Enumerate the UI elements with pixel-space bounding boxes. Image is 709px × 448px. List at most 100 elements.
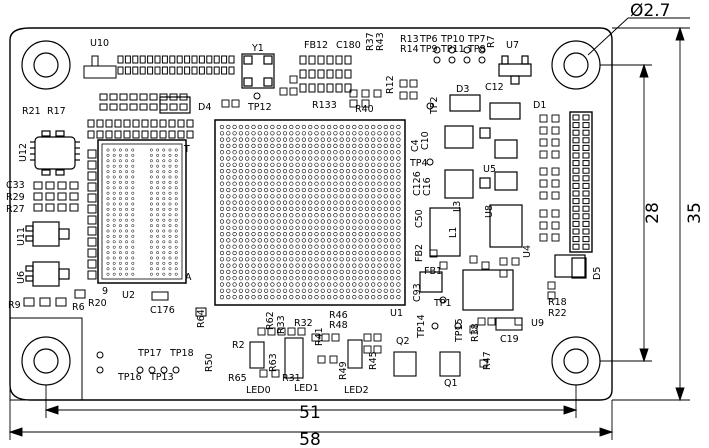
label-u5: U5 [483,164,496,175]
left-column-pads [23,149,207,317]
label-r22: R22 [548,308,567,319]
label-led0: LED0 [246,385,271,396]
mounting-hole-bottom-right [551,336,601,386]
label-tp1: TP1 [433,298,452,309]
label-y1: Y1 [251,43,264,54]
label-r48: R48 [329,320,348,331]
label-tp14: TP14 [416,314,427,339]
label-l3: L3 [452,201,463,212]
label-r13: R13 [400,34,419,45]
label-r62: R62 [265,311,276,330]
label-c12: C12 [485,82,504,93]
label-nine: 9 [102,286,108,297]
label-r38: R38 [470,323,481,342]
right-connector [569,111,593,253]
chip-u12 [30,130,80,176]
label-c4: C4 [410,139,421,152]
label-d4: D4 [198,102,211,113]
label-r65: R65 [228,373,247,384]
label-d3: D3 [456,84,469,95]
label-r64: R64 [196,309,207,328]
label-r20: R20 [88,298,107,309]
label-u10: U10 [90,38,109,49]
label-r21: R21 [22,106,41,117]
crystal-y1 [241,53,275,89]
diodes [159,94,587,279]
dim-28: 28 [643,202,663,224]
label-r63: R63 [268,353,279,372]
label-tp2: TP2 [429,96,440,115]
label-tp7: TP7 [467,34,486,45]
label-c180: C180 [336,40,361,51]
label-c126: C126 [412,171,423,196]
label-r46: R46 [329,310,348,321]
label-u2: U2 [122,290,135,301]
dim-58: 58 [299,430,321,448]
label-r27: R27 [6,204,25,215]
chip-u7 [498,55,532,85]
power-section [419,125,586,311]
label-r43: R43 [375,32,386,51]
component-labels: U10 Y1 FB12 C180 R37 R43 R13 TP6 TP10 TP… [6,32,603,396]
label-tp11: TP11 [440,44,465,55]
label-r40: R40 [355,104,374,115]
label-c50: C50 [414,209,425,228]
label-c176: C176 [150,305,175,316]
label-c19: C19 [500,334,519,345]
label-r31: R31 [282,373,301,384]
test-points [96,46,486,374]
mounting-hole-top-left [21,40,71,90]
label-fb1: FB1 [424,266,442,277]
label-r17: R17 [47,106,66,117]
regulators-u11-u6 [25,221,70,287]
label-c33: C33 [6,180,25,191]
label-r33: R33 [276,315,287,334]
label-fb2: FB2 [414,244,425,262]
label-u9: U9 [531,318,544,329]
dim-hole-diameter: Ø2.7 [630,1,670,21]
label-r49: R49 [338,361,349,380]
label-r47: R47 [482,351,493,370]
label-a: A [185,272,192,283]
misc-pads [221,75,560,378]
label-tp10: TP10 [440,34,465,45]
label-u4: U4 [522,245,533,258]
label-r12: R12 [385,75,396,94]
dim-35: 35 [685,202,705,224]
label-r18: R18 [548,297,567,308]
label-r29: R29 [6,192,25,203]
label-tp15: TP15 [454,318,465,343]
label-q1: Q1 [444,378,458,389]
label-r7: R7 [486,35,497,48]
label-t: T [183,144,190,155]
label-led2: LED2 [344,385,369,396]
label-r50: R50 [204,353,215,372]
label-c16: C16 [422,177,433,196]
label-r2: R2 [232,340,245,351]
label-u8: U8 [484,205,495,218]
mounting-hole-top-right [551,40,601,90]
label-u12: U12 [18,143,29,162]
label-q2: Q2 [396,336,410,347]
label-tp4: TP4 [409,158,428,169]
component-u2 [97,139,187,284]
label-u7: U7 [506,40,519,51]
bga-u1 [214,119,406,306]
label-tp13: TP13 [149,372,174,383]
label-r32: R32 [294,318,313,329]
label-tp18: TP18 [169,348,194,359]
label-u6: U6 [16,271,27,284]
label-l1: L1 [448,227,459,238]
label-r6: R6 [72,302,85,313]
mounting-hole-bottom-left [21,336,71,386]
label-r45: R45 [368,351,379,370]
label-tp6: TP6 [419,34,438,45]
label-r41: R41 [314,327,325,346]
label-tp17: TP17 [137,348,162,359]
label-r9: R9 [8,300,21,311]
dim-51: 51 [299,403,321,423]
dimension-lines [8,17,690,440]
label-c93: C93 [412,283,423,302]
